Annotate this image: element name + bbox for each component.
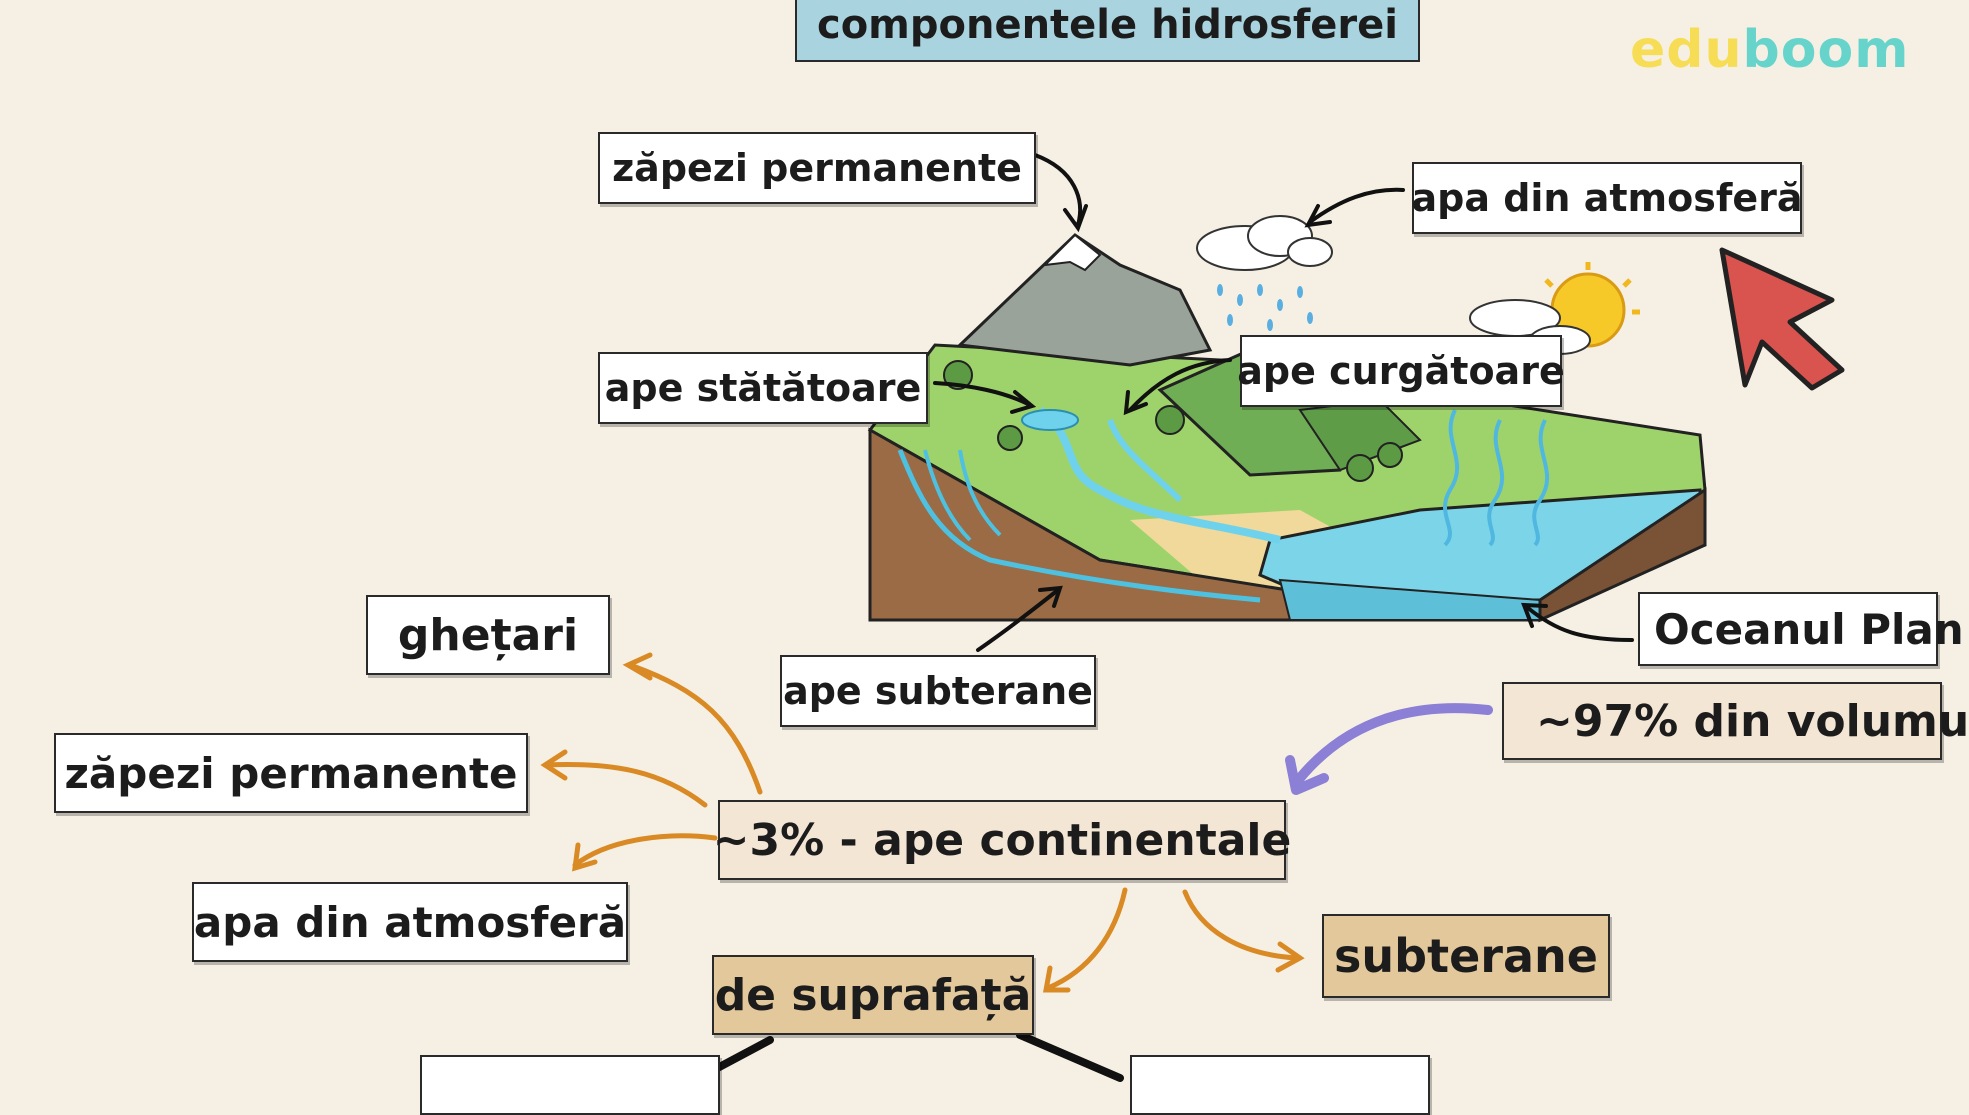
label-standing-water: ape stătătoare bbox=[598, 352, 928, 424]
logo-part-edu: edu bbox=[1630, 20, 1743, 80]
label-underground-water: ape subterane bbox=[780, 655, 1096, 727]
mindmap-bottom-box-right bbox=[1130, 1055, 1430, 1115]
pointer-arrows bbox=[933, 153, 1634, 652]
mindmap-snow: zăpezi permanente bbox=[54, 733, 528, 813]
label-snow-top: zăpezi permanente bbox=[598, 132, 1036, 204]
orange-arrows bbox=[540, 652, 1305, 993]
mindmap-surface: de suprafață bbox=[712, 955, 1034, 1035]
stage: componentele hidrosferei eduboom bbox=[54, 0, 1969, 1115]
cloud-icon bbox=[1196, 215, 1333, 331]
mindmap-continental: ~3% - ape continentale bbox=[713, 800, 1291, 880]
landscape-block bbox=[867, 343, 1707, 623]
label-ocean-volume: ~97% din volumu bbox=[1502, 682, 1969, 760]
mindmap-glaciers: ghețari bbox=[366, 595, 610, 675]
mountain-icon bbox=[956, 233, 1213, 367]
mindmap-atmosphere: apa din atmosferă bbox=[192, 882, 628, 962]
mindmap-bottom-box-left bbox=[420, 1055, 720, 1115]
label-running-water: ape curgătoare bbox=[1237, 335, 1565, 407]
label-ocean: Oceanul Plan bbox=[1638, 592, 1964, 666]
hydrosphere-illustration bbox=[540, 153, 1845, 1082]
mindmap-underground: subterane bbox=[1322, 914, 1610, 998]
cursor-arrow-icon bbox=[1719, 247, 1845, 391]
purple-arrow bbox=[1285, 703, 1493, 795]
eduboom-logo: eduboom bbox=[1630, 20, 1909, 80]
logo-part-boom: boom bbox=[1742, 20, 1910, 80]
label-atmosphere-top: apa din atmosferă bbox=[1411, 162, 1803, 234]
page-title: componentele hidrosferei bbox=[795, 0, 1420, 62]
bottom-connectors bbox=[706, 1031, 1124, 1082]
